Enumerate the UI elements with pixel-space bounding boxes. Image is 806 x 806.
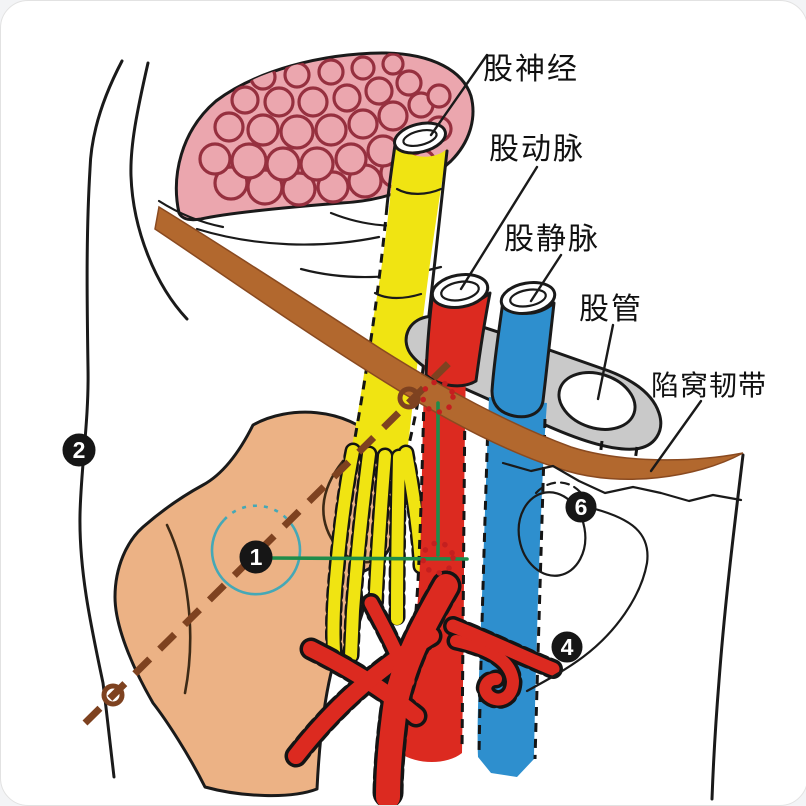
falciform-margin-curve — [525, 507, 649, 693]
head-circle-solid — [210, 519, 302, 596]
leader-lacunar-ligament — [649, 399, 703, 473]
artery-point-lower — [420, 540, 456, 576]
marker-2-number: 2 — [73, 437, 86, 463]
vein-lumen — [509, 288, 547, 308]
femoral-canal-opening — [557, 371, 637, 431]
marker-4-number: 4 — [561, 634, 574, 660]
femoral-neck-axis — [82, 360, 452, 726]
deep-femoral-artery — [376, 574, 458, 805]
fascia-line-1 — [157, 199, 225, 229]
leader-femoral-nerve — [429, 53, 489, 137]
artery-edge-right-dashed — [460, 398, 467, 752]
fascia-line-2 — [195, 227, 381, 246]
fascia-jagged-line — [501, 461, 743, 503]
label-femoral-canal: 股管 — [579, 293, 643, 326]
femoral-head-circle — [210, 504, 302, 596]
inguinal-ligament — [154, 205, 744, 480]
label-lacunar-ligament: 陷窝韧带 — [651, 370, 767, 401]
numbered-markers: 2 1 6 4 — [62, 433, 597, 663]
axis-dashed-line — [82, 360, 452, 726]
femoral-artery-cylinder — [424, 273, 492, 388]
label-femoral-nerve: 股神经 — [483, 53, 579, 86]
body-outline — [78, 59, 745, 801]
axis-ring-lower — [101, 683, 125, 707]
saphenous-opening-ellipse — [517, 491, 587, 577]
femoral-vein-cylinder — [490, 281, 557, 419]
label-femoral-vein: 股静脉 — [504, 223, 600, 256]
artery-branches — [284, 570, 563, 805]
marker-2: 2 — [62, 433, 96, 467]
leader-femoral-artery — [459, 165, 539, 291]
marker-1: 1 — [239, 540, 273, 574]
saphenous-opening — [517, 481, 649, 693]
left-thigh-outline — [78, 59, 124, 779]
inguinal-ligament-band — [154, 205, 744, 480]
marker-1-number: 1 — [250, 544, 263, 570]
intertrochanteric-line — [165, 523, 192, 695]
vein-edge-right-dashed — [533, 418, 547, 760]
muscle-fiber-texture — [198, 53, 453, 207]
nerve-cut-end-inner — [402, 128, 438, 148]
crossing-branch — [446, 619, 560, 676]
nerve-edge-left-dashed — [351, 205, 389, 450]
saphenous-dashed-arc — [534, 481, 583, 495]
artery-edge-left-dashed — [399, 395, 426, 752]
nerve-crease-1 — [395, 187, 443, 195]
right-thigh-outline — [710, 453, 745, 801]
circumflex-hook-branch — [450, 635, 520, 706]
label-femoral-artery: 股动脉 — [489, 133, 585, 166]
artery-lumen — [440, 280, 480, 302]
marker-6: 6 — [565, 491, 597, 523]
head-circle-dashed-arc — [223, 504, 289, 521]
nerve-crease-2 — [373, 291, 423, 300]
leader-femoral-vein — [529, 253, 563, 303]
axis-ring-upper — [397, 386, 421, 410]
vein-edge-left-dashed — [477, 420, 490, 756]
marker-6-number: 6 — [575, 494, 588, 520]
measurement-lines — [261, 379, 469, 576]
green-horizontal-line — [261, 556, 469, 561]
artery-point-upper — [420, 379, 456, 415]
marker-4: 4 — [551, 631, 583, 663]
iliac-crest-line — [129, 61, 189, 321]
leader-femoral-canal — [596, 323, 615, 401]
annotations: 股神经 股动脉 股静脉 股管 陷窝韧带 — [429, 53, 767, 473]
nerve-edge-left-solid — [385, 143, 397, 208]
